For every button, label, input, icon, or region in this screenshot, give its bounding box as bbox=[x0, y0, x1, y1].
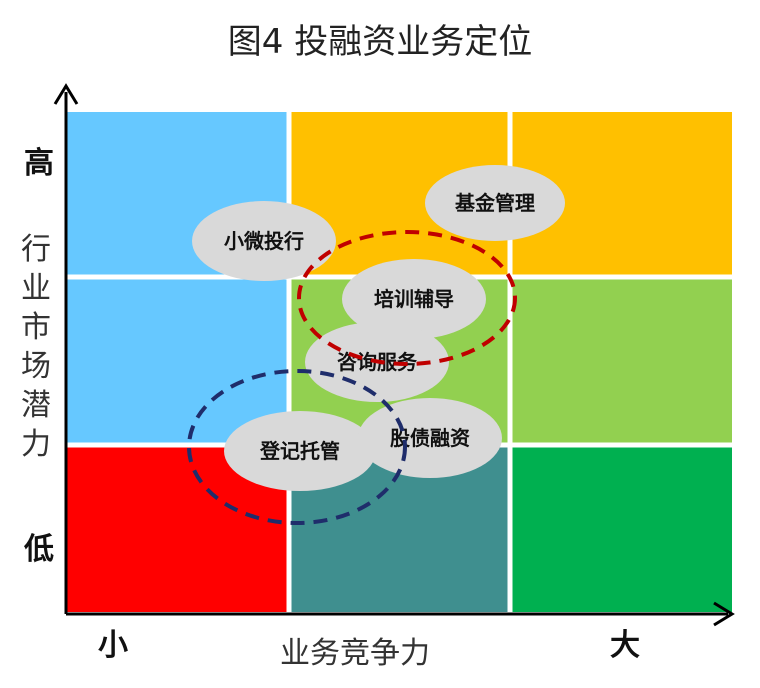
grid-cell-r2-c2 bbox=[510, 445, 732, 612]
y-axis-arrow bbox=[53, 83, 79, 105]
bubble-guzhai: 股债融资 bbox=[358, 398, 502, 478]
bubble-jijin: 基金管理 bbox=[425, 165, 565, 241]
bubble-dengji-label: 登记托管 bbox=[259, 439, 340, 463]
y-axis-label: 行业市场潜力 bbox=[21, 232, 51, 462]
x-axis-big-label: 大 bbox=[610, 628, 640, 663]
grid-cell-r1-c0 bbox=[66, 277, 289, 445]
bubble-guzhai-shape bbox=[358, 398, 502, 478]
red-cluster-ellipse bbox=[297, 230, 517, 366]
bubble-dengji-shape bbox=[224, 411, 376, 491]
bubble-peixun: 培训辅导 bbox=[342, 259, 486, 339]
x-axis-label: 业务竞争力 bbox=[280, 636, 430, 671]
x-axis-arrow bbox=[713, 601, 735, 627]
bubble-dengji: 登记托管 bbox=[224, 411, 376, 491]
navy-cluster-ellipse bbox=[187, 369, 407, 525]
y-axis-high-label: 高 bbox=[24, 146, 54, 181]
bubble-xiaowei-label: 小微投行 bbox=[224, 229, 304, 253]
bubble-peixun-shape bbox=[342, 259, 486, 339]
y-axis-low-label: 低 bbox=[24, 532, 54, 567]
bubble-peixun-label: 培训辅导 bbox=[374, 287, 454, 311]
bubble-xiaowei-shape bbox=[192, 201, 336, 281]
diagram-title: 图4 投融资业务定位 bbox=[227, 22, 533, 62]
grid-cell-r1-c2 bbox=[510, 277, 732, 445]
x-axis-small-label: 小 bbox=[98, 628, 128, 663]
bubble-xiaowei: 小微投行 bbox=[192, 201, 336, 281]
bubble-jijin-shape bbox=[425, 165, 565, 241]
bubble-jijin-label: 基金管理 bbox=[455, 191, 535, 215]
